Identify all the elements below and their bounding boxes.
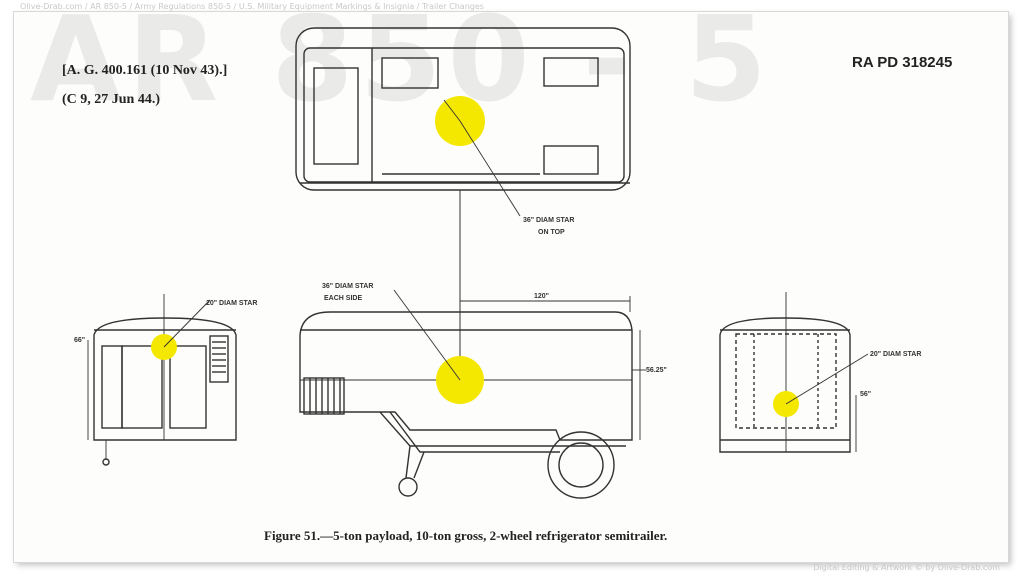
trailer-side-view xyxy=(299,296,646,499)
rear-star-label: 20" DIAM STAR xyxy=(870,351,921,358)
dimension-side: 56.25" xyxy=(646,367,667,374)
reference-line-change: (C 9, 27 Jun 44.) xyxy=(62,92,161,107)
top-star-sublabel: ON TOP xyxy=(538,229,565,236)
watermark-title: AR 850 - 5 xyxy=(30,0,773,128)
ra-pd-number: RA PD 318245 xyxy=(852,54,953,71)
document-frame xyxy=(14,12,1008,562)
reference-line-ag: [A. G. 400.161 (10 Nov 43).] xyxy=(62,63,228,78)
trailer-top-view xyxy=(295,27,631,191)
trailer-rear-view xyxy=(719,292,857,453)
side-star-sublabel: EACH SIDE xyxy=(324,295,362,302)
dimension-rear: 56" xyxy=(860,391,871,398)
document-reference: [A. G. 400.161 (10 Nov 43).] (C 9, 27 Ju… xyxy=(62,56,227,114)
side-star-label: 36" DIAM STAR xyxy=(322,283,373,290)
figure-caption: Figure 51.—5-ton payload, 10-ton gross, … xyxy=(264,528,668,543)
dimension-front: 66" xyxy=(74,337,85,344)
top-star-label: 36" DIAM STAR xyxy=(523,217,574,224)
watermark-credit-top: Olive-Drab.com / AR 850-5 / Army Regulat… xyxy=(20,2,484,11)
dimension-120: 120" xyxy=(534,293,549,300)
trailer-front-view xyxy=(87,294,237,466)
front-star-label: 20" DIAM STAR xyxy=(206,300,257,307)
watermark-credit-bottom: Digital Editing & Artwork © by Olive-Dra… xyxy=(813,563,1000,572)
